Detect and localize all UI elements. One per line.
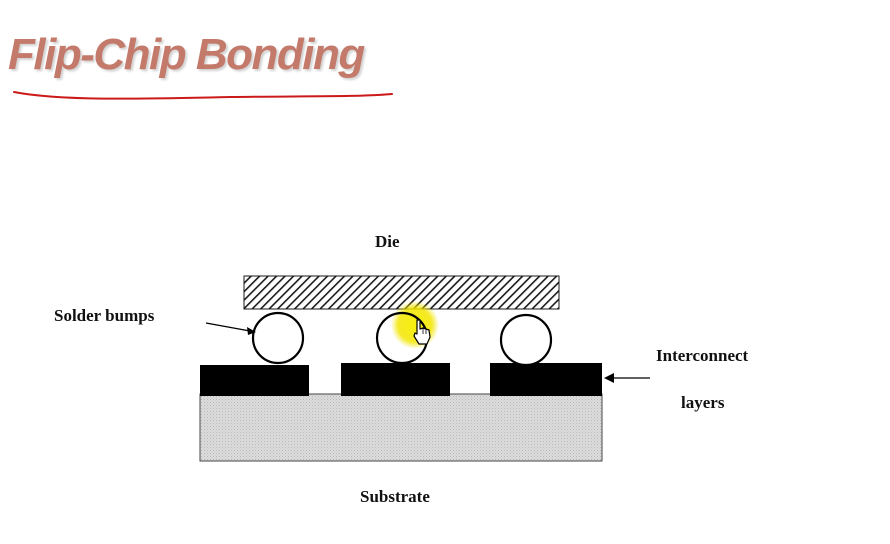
hand-pointer-icon [413, 319, 431, 345]
solder-bumps-label: Solder bumps [54, 306, 155, 325]
cursor-highlight [391, 301, 439, 349]
solder-bump-right [499, 313, 553, 367]
die [243, 275, 560, 310]
slide-title: Flip-Chip Bonding [8, 30, 365, 79]
substrate [199, 393, 603, 462]
layers-label: layers [681, 393, 725, 412]
interconnect-pad-right [490, 363, 602, 396]
interconnect-label: Interconnect [656, 346, 749, 365]
interconnect-pad-center [341, 363, 450, 396]
solder-bumps-pointer [205, 322, 256, 335]
interconnect-pad-left [200, 365, 309, 396]
die-label: Die [375, 232, 400, 251]
solder-bump-left [251, 311, 305, 365]
substrate-label: Substrate [360, 487, 430, 506]
arrow-icon [604, 373, 650, 383]
